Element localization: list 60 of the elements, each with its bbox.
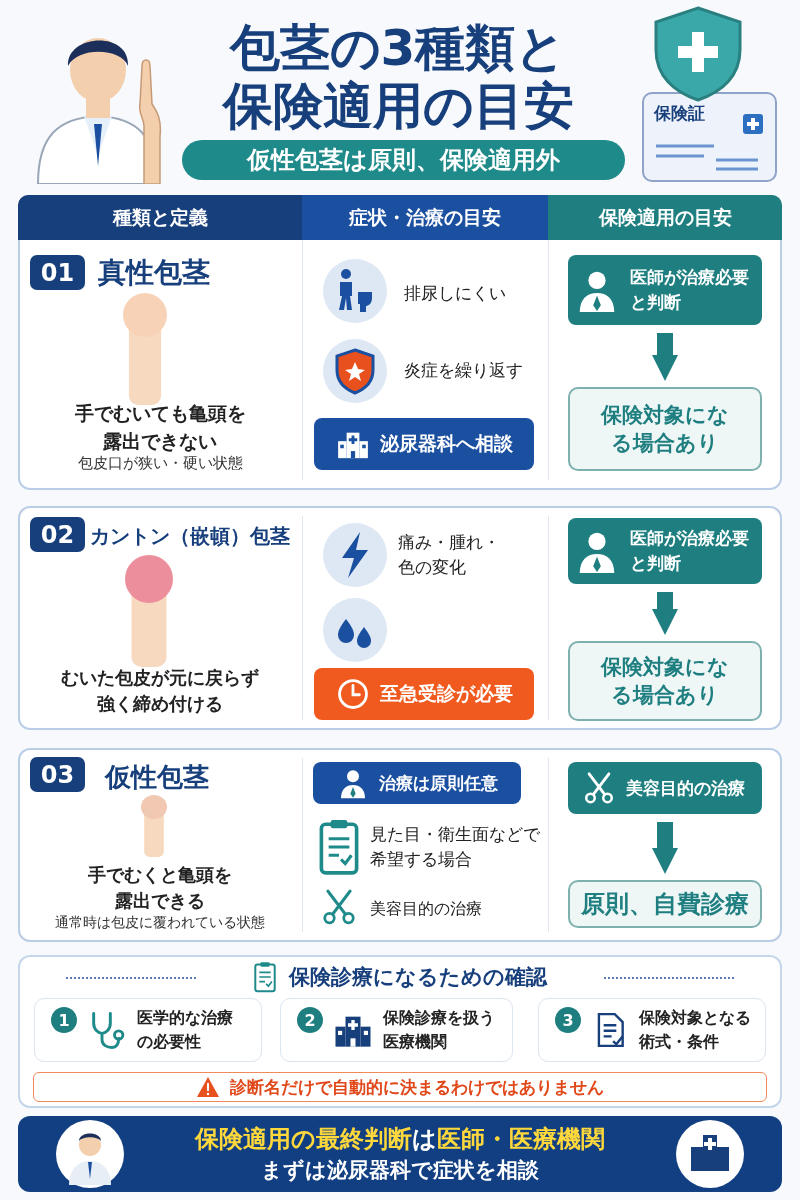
number-badge: 02 (30, 517, 85, 552)
info-text: 医師が治療必要と判断 (630, 527, 751, 575)
checklist-panel (18, 955, 782, 1108)
column-header: 種類と定義 (18, 195, 302, 240)
row-panel (18, 748, 782, 942)
step-number: 1 (51, 1007, 77, 1033)
insurance-card (642, 92, 777, 182)
row-panel (18, 195, 782, 490)
checklist-card (280, 998, 513, 1062)
column-header: 症状・治療の目安 (302, 195, 548, 240)
title: 包茎の3種類と保険適用の目安 (221, 20, 575, 135)
arrow (652, 822, 678, 874)
label: 手でむいても亀頭を露出できない (73, 401, 247, 454)
footer-text: 保険適用の最終判断は医師・医療機関 (195, 1123, 605, 1155)
banner-text: 至急受診が必要 (379, 681, 513, 706)
info-text: 医師が治療必要と判断 (630, 266, 751, 314)
label: むいた包皮が元に戻らず強く締め付ける (60, 666, 260, 717)
label: 炎症を繰り返す (404, 359, 524, 382)
step-number: 3 (555, 1007, 581, 1033)
row-heading: 真性包茎 (98, 255, 211, 291)
action-banner (314, 418, 534, 470)
checklist-card (538, 998, 766, 1062)
label: 見た目・衛生面などで希望する場合 (370, 823, 541, 871)
label: 手でむくと亀頭を露出できる (87, 863, 233, 914)
checklist-card (34, 998, 262, 1062)
label: 通常時は包皮に覆われている状態 (54, 913, 266, 932)
number-badge: 01 (30, 255, 85, 290)
footer-text: まずは泌尿器科で症状を相談 (261, 1157, 539, 1185)
label: 痛み・腫れ・色の変化 (398, 531, 501, 579)
info-box (568, 518, 762, 584)
result-box: 保険対象になる場合あり (568, 641, 762, 721)
action-banner (313, 762, 521, 804)
banner-text: 泌尿器科へ相談 (379, 431, 513, 456)
action-banner (314, 668, 534, 720)
step-number: 2 (297, 1007, 323, 1033)
row-panel (18, 506, 782, 730)
warning-banner (33, 1072, 767, 1102)
number-badge: 03 (30, 757, 85, 792)
footer-banner (18, 1116, 782, 1192)
banner-text: 治療は原則任意 (378, 771, 498, 795)
result-box: 保険対象になる場合あり (568, 387, 762, 471)
section-heading: 保険診療になるための確認 (289, 964, 547, 991)
column-header: 保険適用の目安 (548, 195, 782, 240)
info-text: 美容目的の治療 (626, 776, 745, 800)
row-heading: カントン（嵌頓）包茎 (90, 523, 291, 550)
row-heading: 仮性包茎 (105, 761, 210, 794)
arrow (652, 592, 678, 635)
result-box: 原則、自費診療 (568, 880, 762, 928)
label: 包皮口が狭い・硬い状態 (76, 453, 244, 474)
arrow (652, 333, 678, 381)
card-text: 保険診療を扱う医療機関 (383, 1007, 496, 1053)
card-text: 保険対象となる術式・条件 (639, 1007, 752, 1053)
label: 排尿しにくい (404, 282, 507, 305)
warning-text: 診断名だけで自動的に決まるわけではありません (230, 1075, 604, 1099)
info-box (568, 762, 762, 814)
info-box (568, 255, 762, 325)
label: 美容目的の治療 (370, 898, 483, 920)
card-text: 医学的な治療の必要性 (137, 1007, 234, 1053)
subtitle-banner: 仮性包茎は原則、保険適用外 (182, 140, 625, 180)
card-title: 保険証 (654, 102, 705, 125)
